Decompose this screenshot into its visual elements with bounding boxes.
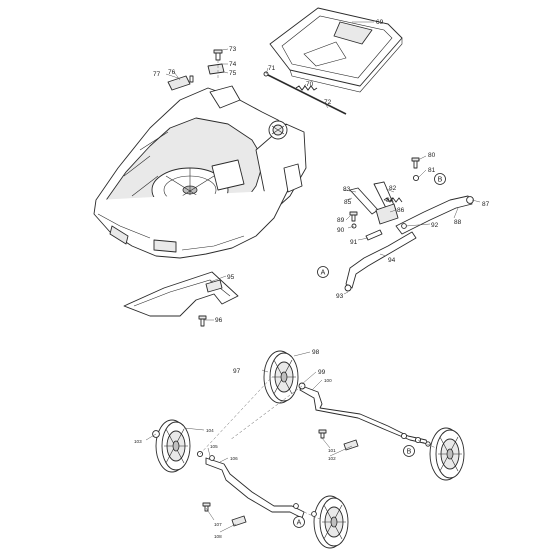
callout-89: 89 xyxy=(337,217,345,224)
rear-axle-part xyxy=(299,385,429,445)
front-wheel-left xyxy=(155,419,191,473)
callout-91: 91 xyxy=(350,239,358,246)
callout-80: 80 xyxy=(428,152,436,159)
small-bolts-part xyxy=(349,157,420,241)
callout-106: 106 xyxy=(230,456,238,461)
callout-101: 101 xyxy=(328,448,336,453)
callout-102: 102 xyxy=(328,456,336,461)
switch-lever-part xyxy=(349,181,399,225)
marker-b-top: B xyxy=(434,173,446,185)
callout-108: 108 xyxy=(214,534,222,539)
callout-82: 82 xyxy=(389,185,397,192)
callout-84: 84 xyxy=(386,197,394,204)
handle-bar-lower-part xyxy=(344,231,417,292)
latch-part xyxy=(167,75,194,91)
connection-markers: A B B A xyxy=(293,173,446,528)
cable-spring-part xyxy=(383,197,403,203)
callout-93: 93 xyxy=(336,293,344,300)
callout-103: 103 xyxy=(134,439,142,444)
marker-b-bottom: B xyxy=(403,445,415,457)
callout-97: 97 xyxy=(233,368,241,375)
side-cover-part xyxy=(283,163,303,193)
callout-90: 90 xyxy=(337,227,345,234)
callout-104: 104 xyxy=(206,428,214,433)
callout-99: 99 xyxy=(318,369,326,376)
callout-77: 77 xyxy=(153,71,161,78)
callout-85: 85 xyxy=(344,199,352,206)
callout-95: 95 xyxy=(227,274,235,281)
callout-105: 105 xyxy=(210,444,218,449)
callout-87: 87 xyxy=(482,201,490,208)
height-adjust-knob-part xyxy=(268,120,288,140)
svg-text:A: A xyxy=(321,270,326,277)
callout-83: 83 xyxy=(343,186,351,193)
callout-107: 107 xyxy=(214,522,222,527)
spring-part xyxy=(295,85,318,91)
rear-wheel-right xyxy=(429,427,465,481)
marker-a-bottom: A xyxy=(293,516,305,528)
callout-73: 73 xyxy=(229,46,237,53)
callout-72: 72 xyxy=(324,99,332,106)
clip-part xyxy=(207,63,225,75)
front-axle-part xyxy=(205,457,305,519)
callout-98: 98 xyxy=(312,349,320,356)
svg-text:A: A xyxy=(297,520,302,527)
callout-75: 75 xyxy=(229,70,237,77)
callout-86: 86 xyxy=(397,207,405,214)
rear-wheel-left xyxy=(263,350,299,404)
axle-clips-part xyxy=(202,429,359,527)
callout-71: 71 xyxy=(268,65,276,72)
flap-screw-part xyxy=(198,315,207,327)
leader-lines xyxy=(145,21,481,533)
marker-a-top: A xyxy=(317,266,329,278)
callout-81: 81 xyxy=(428,167,436,174)
grassbox-lid-part xyxy=(269,7,403,93)
screw-part xyxy=(213,49,223,61)
mower-deck-housing xyxy=(93,85,307,259)
rear-flap-part xyxy=(123,271,239,317)
callout-92: 92 xyxy=(431,222,439,229)
callout-69: 69 xyxy=(376,19,384,26)
front-wheel-right xyxy=(313,495,349,549)
callout-76: 76 xyxy=(168,69,176,76)
callout-74: 74 xyxy=(229,61,237,68)
svg-text:B: B xyxy=(438,177,443,184)
callout-labels: 69 70 71 72 73 74 75 76 77 80 81 82 83 8… xyxy=(134,19,490,539)
callout-96: 96 xyxy=(215,317,223,324)
callout-88: 88 xyxy=(454,219,462,226)
callout-94: 94 xyxy=(388,257,396,264)
alignment-dashes xyxy=(199,60,437,521)
svg-text:B: B xyxy=(407,449,412,456)
callout-100: 100 xyxy=(324,378,332,383)
callout-70: 70 xyxy=(306,81,314,88)
handle-bar-upper-part xyxy=(395,195,474,235)
